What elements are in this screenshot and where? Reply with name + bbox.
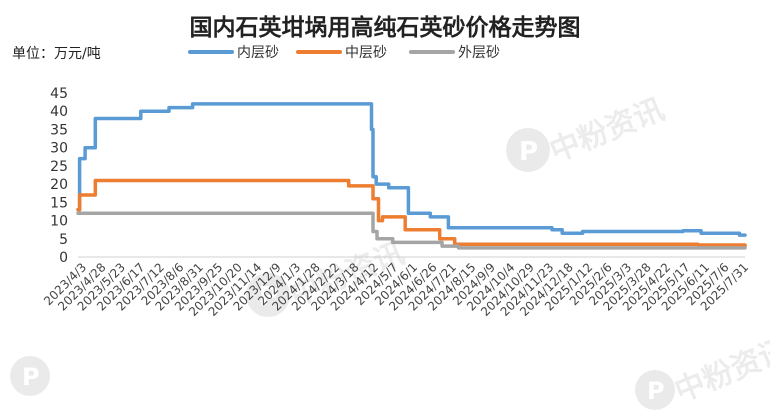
y-axis: 0 5 10 15 20 25 30 35 40 45	[50, 86, 68, 266]
y-tick-label: 0	[59, 250, 68, 266]
plot-area	[76, 102, 747, 250]
legend-label: 中层砂	[345, 45, 387, 61]
y-tick-label: 20	[50, 177, 68, 193]
y-tick-label: 30	[50, 141, 68, 157]
svg-text:P: P	[22, 363, 40, 391]
watermark-text: 中粉资讯	[545, 92, 669, 169]
y-tick-label: 40	[50, 104, 68, 120]
legend: 内层砂 中层砂 外层砂	[188, 45, 500, 61]
watermark-text: 中粉资讯	[670, 332, 770, 409]
series-line	[76, 102, 747, 237]
unit-label: 单位：万元/吨	[12, 46, 101, 62]
svg-text:P: P	[259, 282, 278, 312]
chart-title: 国内石英坩埚用高纯石英砂价格走势图	[190, 14, 581, 41]
series-line	[76, 178, 747, 248]
watermark-logo: P	[10, 356, 50, 396]
svg-text:P: P	[519, 137, 538, 167]
legend-label: 外层砂	[458, 45, 500, 61]
legend-label: 内层砂	[237, 45, 279, 61]
x-axis: 2023/4/32023/4/282023/5/232023/6/172023/…	[41, 256, 751, 319]
watermark-logo: P	[506, 128, 550, 172]
y-tick-label: 45	[50, 86, 68, 102]
series-line	[76, 211, 747, 250]
y-tick-label: 35	[50, 122, 68, 138]
watermark-logo: P	[635, 370, 675, 410]
watermark-logo: P	[246, 273, 290, 317]
y-tick-label: 5	[59, 232, 68, 248]
y-tick-label: 10	[50, 214, 68, 230]
svg-text:P: P	[647, 377, 665, 405]
y-tick-label: 15	[50, 195, 68, 211]
y-tick-label: 25	[50, 159, 68, 175]
